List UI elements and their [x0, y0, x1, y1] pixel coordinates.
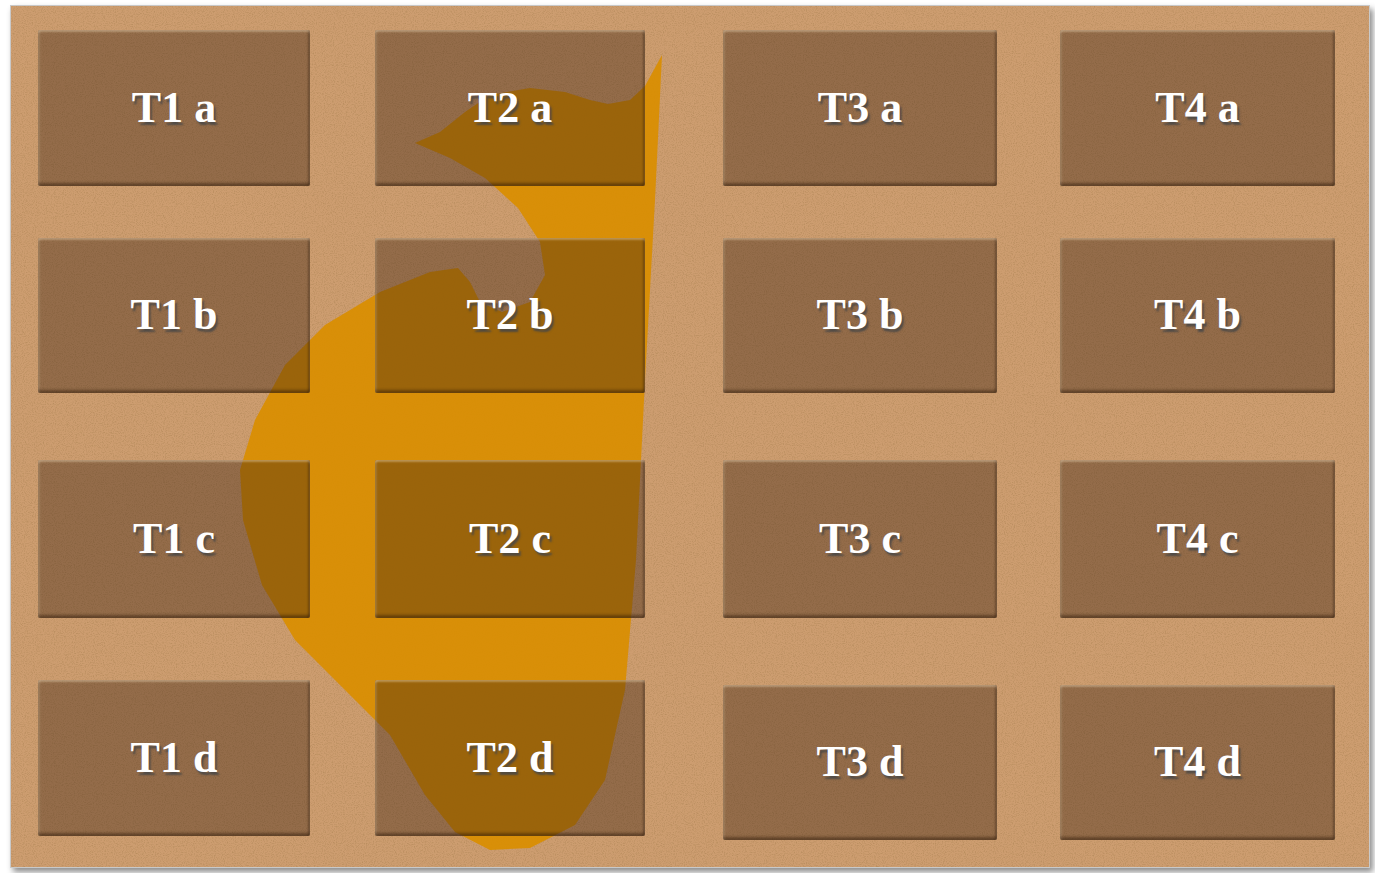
plot-box: T3 b [723, 238, 997, 393]
plot-box: T4 c [1060, 460, 1335, 618]
plot-label: T1 c [133, 515, 215, 563]
plot-box: T1 d [38, 680, 310, 836]
plot-label: T2 c [469, 515, 551, 563]
plot-label: T1 a [132, 84, 216, 132]
plot-label: T4 b [1154, 291, 1241, 339]
plot-box: T3 c [723, 460, 997, 618]
plot-box: T1 c [38, 460, 310, 618]
plot-box: T1 b [38, 238, 310, 393]
plot-label: T3 a [818, 84, 902, 132]
plot-label: T2 b [467, 291, 554, 339]
plot-label: T1 d [131, 734, 218, 782]
plot-label: T4 a [1155, 84, 1239, 132]
plot-box: T2 a [375, 30, 645, 186]
plot-box: T2 d [375, 680, 645, 836]
plot-label: T3 c [819, 515, 901, 563]
plot-box: T2 c [375, 460, 645, 618]
plot-box: T4 a [1060, 30, 1335, 186]
plot-label: T2 a [468, 84, 552, 132]
plot-box: T2 b [375, 238, 645, 393]
plot-label: T3 b [817, 291, 904, 339]
sand-texture [11, 6, 1369, 867]
plot-label: T2 d [467, 734, 554, 782]
plot-label: T4 d [1154, 738, 1241, 786]
plot-box: T1 a [38, 30, 310, 186]
plot-box: T3 d [723, 685, 997, 840]
plot-label: T4 c [1157, 515, 1239, 563]
plot-box: T3 a [723, 30, 997, 186]
plot-box: T4 d [1060, 685, 1335, 840]
plot-label: T3 d [817, 738, 904, 786]
sand-ground [11, 6, 1369, 867]
plot-box: T4 b [1060, 238, 1335, 393]
plot-label: T1 b [131, 291, 218, 339]
